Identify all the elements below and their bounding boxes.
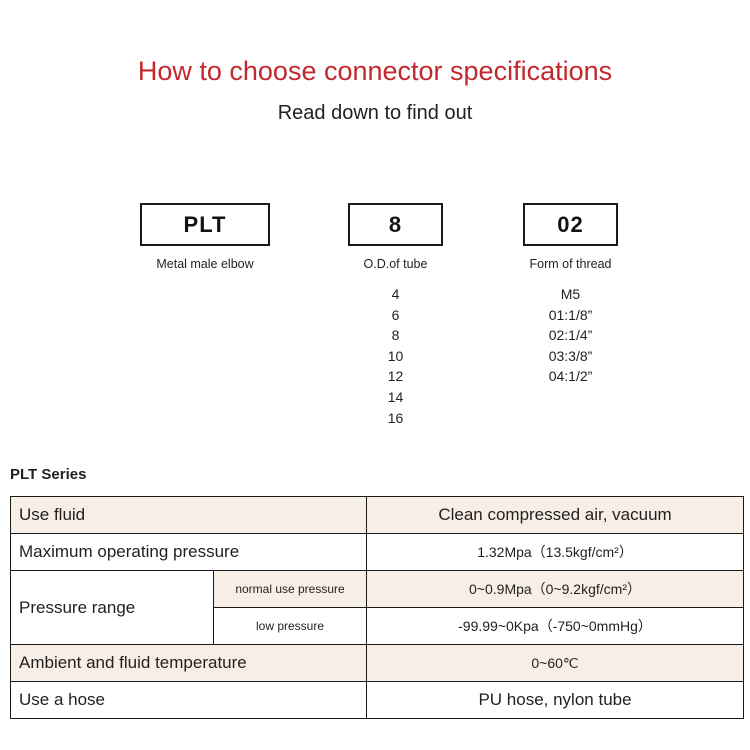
code-option: 10 (387, 347, 404, 364)
code-box-series-text: PLT (183, 211, 227, 237)
spec-value-max-operating-pressure: 1.32Mpa（13.5kgf/cm²） (366, 533, 745, 571)
code-options-thread-form: M5 01:1/8” 02:1/4” 03:3/8” 04:1/2” (523, 284, 618, 387)
spec-label-ambient-fluid-temperature: Ambient and fluid temperature (9, 644, 368, 682)
spec-value-low-pressure: -99.99~0Kpa（-750~0mmHg） (366, 607, 745, 645)
code-option: 01:1/8” (548, 306, 593, 323)
table-row: Use fluid Clean compressed air, vacuum (9, 496, 745, 534)
table-row: Pressure range normal use pressure 0~0.9… (10, 570, 745, 645)
code-column-series: PLT Metal male elbow (140, 203, 270, 284)
code-option: M5 (560, 286, 581, 302)
spec-sublabel-normal-use-pressure: normal use pressure (212, 570, 368, 608)
code-caption-series: Metal male elbow (156, 257, 254, 271)
table-row: Use a hose PU hose, nylon tube (9, 681, 745, 719)
code-option: 04:1/2” (548, 368, 593, 385)
code-box-tube-od: 8 (348, 203, 443, 246)
code-option: 02:1/4” (548, 327, 593, 344)
spec-value-ambient-fluid-temperature: 0~60℃ (366, 644, 745, 682)
spec-value-normal-use-pressure: 0~0.9Mpa（0~9.2kgf/cm²） (366, 570, 745, 608)
code-box-tube-od-text: 8 (388, 211, 403, 237)
spec-value-use-fluid: Clean compressed air, vacuum (366, 496, 745, 534)
specification-table: Use fluid Clean compressed air, vacuum M… (9, 496, 745, 719)
page-subtitle: Read down to find out (277, 102, 473, 124)
code-option: 12 (387, 368, 404, 385)
table-row: Ambient and fluid temperature 0~60℃ (9, 644, 745, 682)
spec-value-use-a-hose: PU hose, nylon tube (366, 681, 745, 719)
series-heading: PLT Series (10, 466, 87, 483)
specification-table-body: Use fluid Clean compressed air, vacuum M… (9, 496, 745, 719)
table-row: low pressure -99.99~0Kpa（-750~0mmHg） (11, 607, 745, 645)
code-option: 6 (391, 306, 400, 323)
spec-label-use-fluid: Use fluid (9, 496, 368, 534)
code-option: 4 (391, 286, 400, 302)
code-options-tube-od: 4 6 8 10 12 14 16 (348, 284, 443, 428)
code-box-thread-form: 02 (523, 203, 618, 246)
code-column-tube-od: 8 O.D.of tube 4 6 8 10 12 14 16 (348, 203, 443, 428)
code-caption-tube-od: O.D.of tube (363, 257, 428, 271)
code-box-series: PLT (140, 203, 270, 246)
code-caption-thread-form: Form of thread (529, 257, 612, 271)
code-breakdown-diagram: PLT Metal male elbow 8 O.D.of tube 4 6 8 10… (140, 203, 618, 428)
code-option: 16 (387, 409, 404, 426)
table-row: Maximum operating pressure 1.32Mpa（13.5k… (9, 533, 745, 571)
spec-label-max-operating-pressure: Maximum operating pressure (9, 533, 368, 571)
page-title: How to choose connector specifications (137, 56, 613, 86)
code-option: 03:3/8” (548, 347, 593, 364)
spec-label-pressure-range: Pressure range (10, 570, 214, 645)
code-option: 8 (391, 327, 400, 344)
code-box-thread-form-text: 02 (557, 211, 584, 237)
spec-sublabel-low-pressure: low pressure (212, 607, 368, 645)
code-column-thread-form: 02 Form of thread M5 01:1/8” 02:1/4” 03:3/8… (523, 203, 618, 387)
code-option: 14 (387, 388, 404, 405)
spec-label-use-a-hose: Use a hose (9, 681, 368, 719)
